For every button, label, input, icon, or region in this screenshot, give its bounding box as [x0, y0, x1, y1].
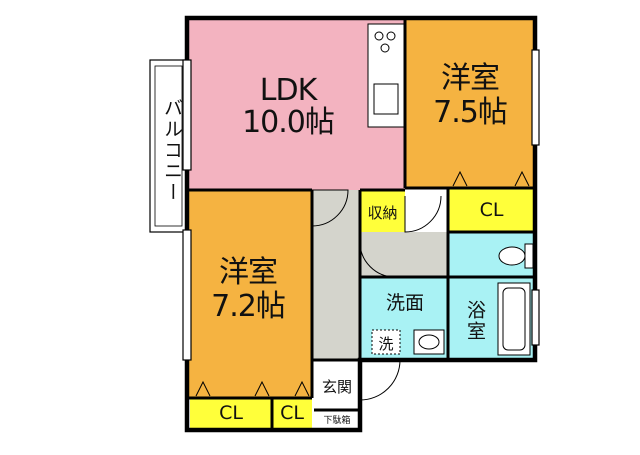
sink-icon [373, 83, 399, 115]
washer-box [371, 329, 401, 355]
western-room-2-name: 洋室 [219, 255, 278, 290]
bathtub-icon [497, 282, 531, 356]
western-room-1-size: 7.5帖 [433, 95, 508, 130]
western-room-2-size: 7.2帖 [211, 289, 286, 324]
washer-label: 洗 [378, 335, 394, 353]
hallway [312, 190, 360, 360]
toilet-icon [498, 243, 534, 269]
entrance-floor [314, 360, 360, 410]
bathroom-label: 浴室 [464, 300, 486, 342]
stove-icon [374, 31, 384, 41]
balcony [149, 59, 188, 233]
washbasin-icon [413, 329, 445, 355]
western-room-1-name: 洋室 [441, 61, 500, 96]
closet-1-label: CL [479, 199, 504, 221]
storage-label: 収納 [367, 204, 398, 222]
western-room-2 [187, 190, 312, 398]
storage [360, 190, 405, 232]
entrance-label: 玄関 [321, 378, 352, 396]
closet-3-label: CL [280, 402, 304, 424]
closet-1 [448, 188, 535, 232]
kitchen-counter [367, 23, 405, 128]
ldk-size: 10.0帖 [242, 105, 335, 140]
washroom-label: 洗面 [385, 292, 424, 314]
western-room-1 [405, 18, 535, 188]
ldk-name: LDK [259, 73, 318, 108]
balcony-label: バルコニー [161, 97, 183, 203]
closet-2-label: CL [219, 402, 243, 424]
closet-3 [272, 398, 312, 428]
closet-2 [190, 398, 272, 428]
shoe-box-label: 下駄箱 [323, 416, 351, 426]
